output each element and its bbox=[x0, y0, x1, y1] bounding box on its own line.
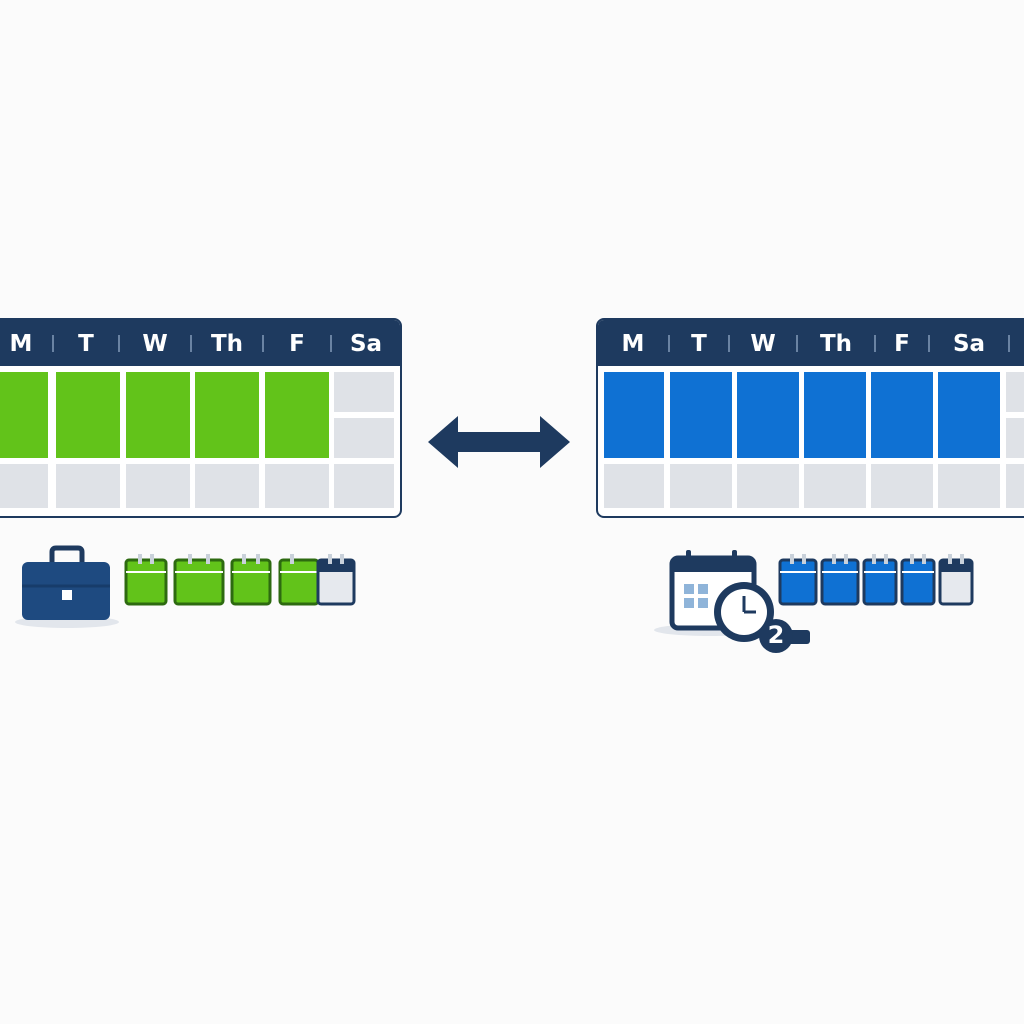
day-label-sat: Sa bbox=[952, 331, 986, 357]
workday-block-tue bbox=[56, 372, 120, 458]
workday-block-mon bbox=[0, 372, 48, 458]
empty-cell bbox=[126, 464, 190, 508]
empty-cell bbox=[1006, 464, 1024, 508]
empty-cell bbox=[737, 464, 799, 508]
empty-cell bbox=[334, 464, 394, 508]
empty-cell bbox=[334, 372, 394, 412]
day-label-fri: F bbox=[289, 331, 305, 357]
calendar-right: M T W Th F Sa bbox=[596, 318, 1024, 518]
calendar-left: M T W Th F Sa bbox=[0, 318, 402, 518]
empty-cell bbox=[1006, 372, 1024, 412]
workday-block-fri bbox=[871, 372, 933, 458]
calendar-page-icon bbox=[778, 554, 974, 606]
day-label-sat: Sa bbox=[349, 331, 383, 357]
day-label-tue: T bbox=[691, 331, 707, 357]
right-icon-row: 2 bbox=[650, 544, 990, 654]
briefcase-icon bbox=[15, 545, 119, 628]
calendar-page-icon bbox=[124, 554, 356, 606]
header-separator bbox=[52, 335, 54, 352]
day-label-tue: T bbox=[78, 331, 94, 357]
empty-cell bbox=[871, 464, 933, 508]
empty-cell bbox=[0, 464, 48, 508]
header-separator bbox=[874, 335, 876, 352]
calendar-clock-icon bbox=[654, 550, 810, 653]
empty-cell bbox=[1006, 418, 1024, 458]
header-separator bbox=[330, 335, 332, 352]
header-separator bbox=[728, 335, 730, 352]
day-label-mon: M bbox=[9, 331, 33, 357]
empty-cell bbox=[804, 464, 866, 508]
day-label-thu: Th bbox=[210, 331, 244, 357]
workday-block-wed bbox=[126, 372, 190, 458]
left-icon-row bbox=[0, 540, 380, 640]
header-separator bbox=[118, 335, 120, 352]
calendar-right-header: M T W Th F Sa bbox=[598, 320, 1024, 366]
empty-cell bbox=[670, 464, 732, 508]
empty-cell bbox=[334, 418, 394, 458]
day-label-wed: W bbox=[750, 331, 776, 357]
empty-cell bbox=[195, 464, 259, 508]
workday-block-wed bbox=[737, 372, 799, 458]
day-label-thu: Th bbox=[819, 331, 853, 357]
double-arrow-icon bbox=[428, 416, 570, 468]
workday-block-thu bbox=[804, 372, 866, 458]
header-separator bbox=[668, 335, 670, 352]
header-separator bbox=[928, 335, 930, 352]
day-label-mon: M bbox=[621, 331, 645, 357]
header-separator bbox=[796, 335, 798, 352]
empty-cell bbox=[938, 464, 1000, 508]
empty-cell bbox=[604, 464, 664, 508]
workday-block-sat bbox=[938, 372, 1000, 458]
header-separator bbox=[1008, 335, 1010, 352]
day-label-fri: F bbox=[894, 331, 910, 357]
header-separator bbox=[190, 335, 192, 352]
workday-block-mon bbox=[604, 372, 664, 458]
workday-block-fri bbox=[265, 372, 329, 458]
badge-number: 2 bbox=[767, 621, 785, 649]
workday-block-thu bbox=[195, 372, 259, 458]
day-label-wed: W bbox=[142, 331, 168, 357]
workday-block-tue bbox=[670, 372, 732, 458]
calendar-left-header: M T W Th F Sa bbox=[0, 320, 400, 366]
empty-cell bbox=[265, 464, 329, 508]
empty-cell bbox=[56, 464, 120, 508]
header-separator bbox=[262, 335, 264, 352]
